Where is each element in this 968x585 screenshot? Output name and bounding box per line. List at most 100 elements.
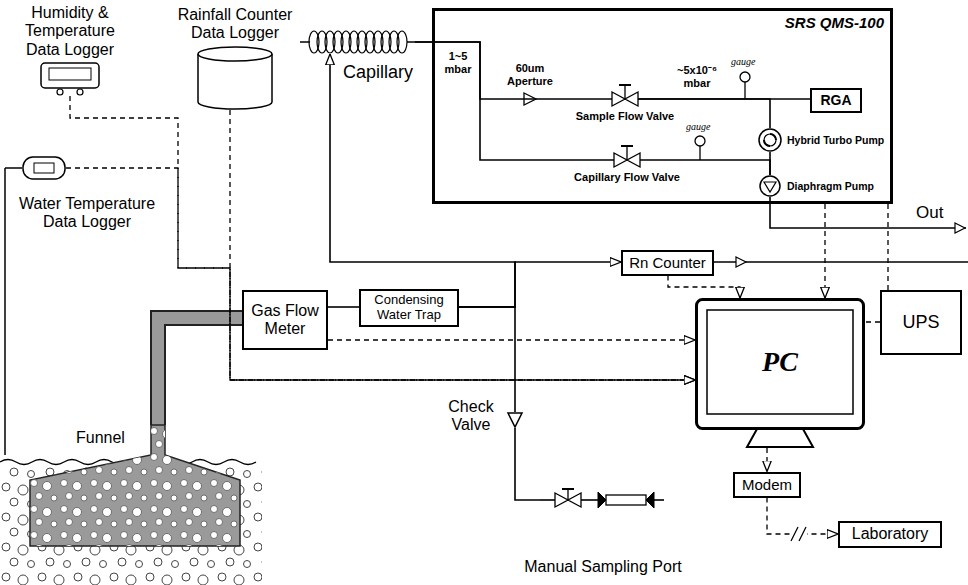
instrument-housing: Sample Flow Valve RGA Hybrid Turbo PumpCap…	[432, 8, 893, 204]
port-body	[606, 495, 646, 505]
valve-stem	[567, 489, 568, 500]
data-logger: Humidity & Temperature Data Logger	[40, 62, 100, 96]
node-label: Rn Counter	[627, 254, 708, 271]
gas-outlet-line	[712, 261, 968, 263]
line-break-mark	[791, 527, 798, 541]
funnel-illustration: Funnel	[28, 425, 242, 548]
node-label: Water Temperature Data Logger	[12, 195, 162, 232]
node-label: UPS	[900, 312, 941, 333]
signal-line	[887, 204, 888, 290]
signal-line	[668, 276, 740, 299]
port-line	[540, 499, 555, 501]
rainfall-logger: Rainfall Counter Data Logger	[197, 46, 273, 110]
node-label: Funnel	[76, 429, 125, 447]
funnel-bubbles	[30, 425, 240, 546]
gauge-stem	[699, 146, 700, 160]
signal-line	[66, 168, 695, 380]
temperature-probe	[5, 167, 22, 169]
logger2-symbol	[22, 156, 66, 180]
sampling-port: Manual Sampling Port	[540, 488, 665, 512]
cylinder-top	[198, 47, 272, 61]
check-valve-symbol: Check Valve	[507, 412, 523, 428]
gauge-stem	[744, 82, 745, 99]
signal-line	[70, 96, 695, 380]
pump-rotor	[764, 134, 776, 146]
logger-symbol	[40, 62, 100, 96]
pump-symbol: Hybrid Turbo Pump	[758, 128, 782, 152]
port-fitting	[646, 492, 654, 508]
part-label: gauge	[731, 56, 755, 68]
node-label: Modem	[740, 476, 794, 493]
valve-body	[627, 153, 640, 167]
gauge-symbol	[695, 136, 705, 146]
pressure-label: 1~5 mbar	[438, 50, 478, 75]
process-box: Rn Counter	[621, 250, 714, 276]
pump-symbol: Diaphragm Pump	[759, 175, 781, 197]
cylinder-body	[198, 54, 272, 109]
signal-line	[766, 448, 767, 472]
logger-body	[23, 157, 65, 179]
diaph-symbol	[759, 175, 781, 197]
turbo-symbol	[758, 128, 782, 152]
node-label: Condensing Water Trap	[361, 293, 457, 323]
signal-line	[824, 204, 825, 298]
node-label: Check Valve	[442, 398, 500, 435]
part-label: gauge	[686, 121, 710, 133]
pressure-label: ~5x10⁻⁶ mbar	[666, 64, 728, 89]
pump-rotor	[764, 134, 776, 146]
data-logger: Water Temperature Data Logger	[22, 156, 66, 180]
valve-body	[625, 92, 638, 106]
port-symbol	[540, 488, 665, 512]
capillary-coil: Capillary	[300, 30, 415, 54]
gas-line	[415, 42, 612, 99]
node-label: Hybrid Turbo Pump	[787, 134, 889, 146]
node-label: Capillary	[343, 62, 413, 83]
pump-triangle	[764, 182, 776, 192]
line-break-mark	[799, 527, 806, 541]
gas-line	[459, 262, 621, 307]
logger-sensor	[57, 89, 63, 95]
valve-stem	[626, 146, 627, 160]
part-label: 60um Aperture	[498, 62, 562, 87]
node-label: RGA	[818, 92, 853, 108]
node-label: PC	[695, 346, 865, 378]
node-label: Sample Flow Valve	[565, 110, 685, 123]
flow-arrow	[955, 223, 965, 233]
node-label: SRS QMS-100	[776, 14, 884, 31]
process-box: Gas Flow Meter	[242, 290, 328, 350]
process-box: Laboratory	[838, 521, 942, 548]
node-label: Diaphragm Pump	[787, 180, 887, 192]
funnel-body	[30, 425, 240, 546]
node-label: Gas Flow Meter	[244, 302, 326, 339]
gas-line	[415, 42, 614, 160]
valve-stem	[624, 85, 625, 99]
gas-line	[330, 54, 515, 307]
coil-lead	[407, 41, 415, 43]
valve-symbol: Sample Flow Valve	[612, 84, 638, 106]
logger-display	[49, 68, 91, 80]
node-label: Capillary Flow Valve	[567, 171, 687, 184]
node-label: Humidity & Temperature Data Logger	[10, 4, 130, 59]
port-line	[581, 499, 598, 501]
logger-body	[41, 63, 99, 88]
valve-body	[568, 493, 581, 507]
cyl-symbol	[197, 46, 273, 110]
gas-line	[515, 428, 540, 500]
valve-symbol	[614, 145, 640, 167]
port-fitting	[598, 492, 606, 508]
pump-body	[760, 176, 780, 196]
valve-body	[555, 493, 568, 507]
flow-arrow	[736, 257, 746, 267]
check-valve-triangle	[508, 413, 522, 427]
node-label: Manual Sampling Port	[503, 558, 703, 576]
check-symbol	[507, 412, 523, 428]
node-label: Laboratory	[850, 525, 931, 543]
coil-symbol	[300, 30, 415, 54]
monitor-stand	[747, 429, 813, 447]
computer-monitor: PC	[695, 298, 865, 448]
coil-loop	[397, 31, 407, 53]
outlet-label: Out	[916, 203, 943, 223]
process-box: Condensing Water Trap	[359, 289, 459, 327]
